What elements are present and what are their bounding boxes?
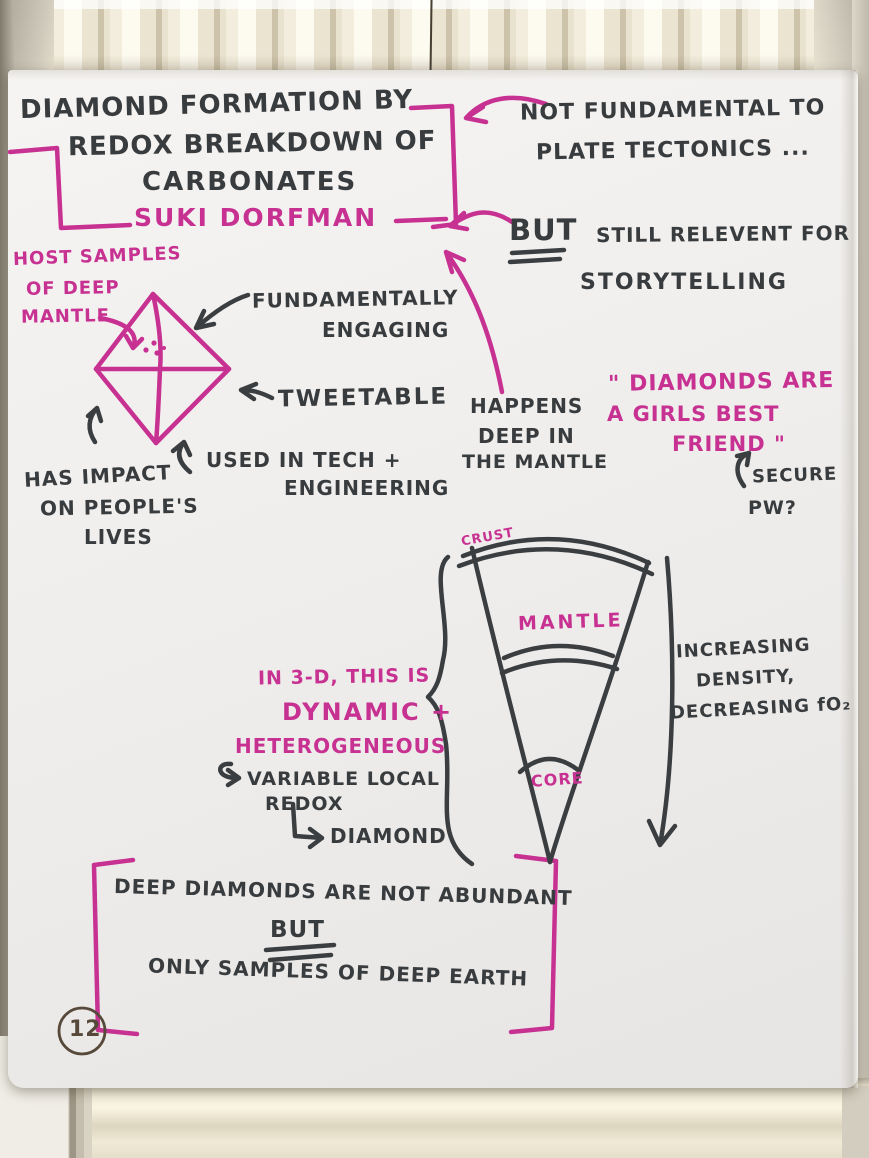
happens-line-2: DEEP IN [478,424,575,448]
engaging: ENGAGING [322,318,450,342]
engineering: ENGINEERING [284,476,450,500]
core-label: CORE [530,768,585,791]
host-samples-line-2: OF DEEP [25,277,120,300]
has-impact-line-2: ON PEOPLE'S [39,493,199,521]
quote-line-1: " DIAMONDS ARE [607,368,835,397]
footer-but: BUT [270,917,325,943]
still-relevent: STILL RELEVENT FOR [595,220,851,248]
secure-label: SECURE [751,463,838,488]
dynamic-note: DYNAMIC + [282,698,454,726]
density-label: DENSITY, [695,665,796,692]
quote-line-3: FRIEND " [672,432,786,456]
diamond-word: DIAMOND [330,824,447,848]
but-word: BUT [509,213,578,247]
variable-local: VARIABLE LOCAL [247,768,441,790]
quote-line-2: A GIRLS BEST [607,402,780,426]
title-line-3: CARBONATES [142,167,358,197]
not-fundamental-line-2: PLATE TECTONICS ... [535,135,810,166]
has-impact-line-3: LIVES [84,525,153,549]
pw-label: PW? [748,497,797,519]
storytelling: STORYTELLING [580,270,788,295]
author-name: SUKI DORFMAN [134,203,378,232]
title-line-2: REDOX BREAKDOWN OF [67,125,437,163]
happens-line-1: HAPPENS [470,394,584,418]
happens-line-3: THE MANTLE [462,451,609,473]
tweetable: TWEETABLE [277,383,449,413]
fluted-moulding [52,0,818,78]
wall-top-moulding [0,0,869,80]
not-fundamental-line-1: NOT FUNDAMENTAL TO [519,95,826,126]
in-3d-note: IN 3-D, THIS IS [257,664,431,690]
used-in-tech: USED IN TECH + [206,448,402,472]
redox-word: REDOX [265,793,344,815]
baseboard-moulding [0,1078,869,1158]
page-number: 12 [69,1017,102,1042]
wall-bottom-right [842,1086,869,1158]
host-samples-line-3: MANTLE [20,305,111,328]
mantle-label: MANTLE [517,609,624,635]
heterogeneous-note: HETEROGENEOUS [235,734,447,758]
fundamentally: FUNDAMENTALLY [251,285,459,313]
